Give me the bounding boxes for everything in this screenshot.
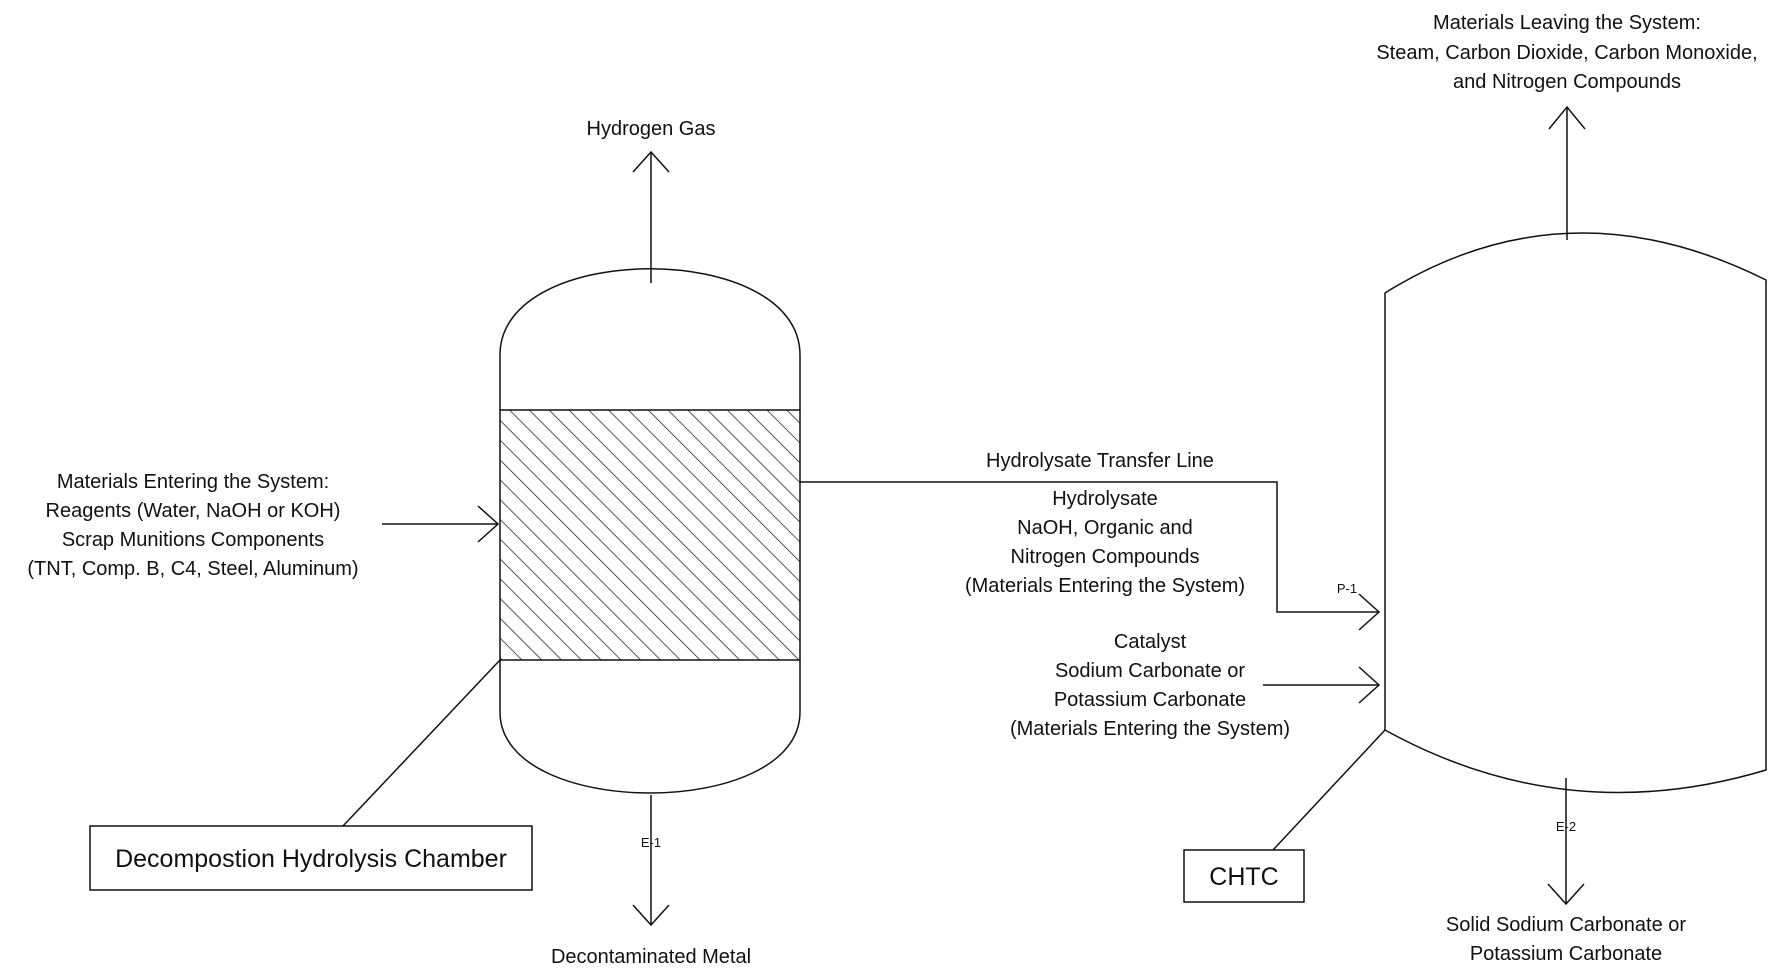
solid-out-text: Solid Sodium Carbonate or Potassium Carb…	[1446, 914, 1686, 965]
hatched-reaction-zone	[499, 409, 801, 661]
decontaminated-metal-label: Decontaminated Metal	[551, 946, 751, 968]
chamber-label-box: Decompostion Hydrolysis Chamber	[89, 825, 533, 891]
materials-out-arrow	[1548, 105, 1586, 240]
p1-label: P-1	[1337, 581, 1357, 596]
materials-out-line: and Nitrogen Compounds	[1453, 71, 1681, 93]
hydrolysate-line: (Materials Entering the System)	[965, 575, 1245, 597]
catalyst-line: (Materials Entering the System)	[1010, 718, 1290, 740]
e2-label: E-2	[1556, 819, 1576, 834]
solid-out-line: Potassium Carbonate	[1470, 943, 1662, 965]
chtc-leader-line	[1272, 729, 1386, 851]
catalyst-line: Sodium Carbonate or	[1055, 660, 1245, 682]
e1-label: E-1	[641, 835, 661, 850]
materials-out-text: Materials Leaving the System: Steam, Car…	[1376, 12, 1757, 93]
materials-in-line: (TNT, Comp. B, C4, Steel, Aluminum)	[27, 558, 358, 580]
transfer-line-label: Hydrolysate Transfer Line	[986, 450, 1214, 472]
catalyst-line: Catalyst	[1114, 631, 1187, 653]
chamber-leader-line	[342, 659, 501, 827]
hydrolysate-transfer-line	[800, 481, 1381, 631]
hydrogen-gas-label: Hydrogen Gas	[587, 118, 716, 140]
chtc-label: CHTC	[1209, 863, 1278, 891]
catalyst-text: Catalyst Sodium Carbonate or Potassium C…	[1010, 631, 1290, 740]
hydrolysate-line: Hydrolysate	[1052, 488, 1158, 510]
catalyst-inlet-arrow	[1263, 666, 1381, 704]
chamber-label: Decompostion Hydrolysis Chamber	[115, 845, 507, 873]
materials-in-line: Scrap Munitions Components	[62, 529, 324, 551]
e2-outlet-arrow	[1547, 778, 1585, 906]
solid-out-line: Solid Sodium Carbonate or	[1446, 914, 1686, 936]
hydrolysate-text: Hydrolysate NaOH, Organic and Nitrogen C…	[965, 488, 1245, 597]
materials-out-line: Steam, Carbon Dioxide, Carbon Monoxide,	[1376, 42, 1757, 64]
hydrogen-gas-arrow	[632, 150, 670, 283]
materials-in-arrow	[382, 505, 500, 543]
e1-outlet-arrow	[632, 795, 670, 927]
chtc-label-box: CHTC	[1183, 849, 1305, 903]
materials-in-line: Materials Entering the System:	[57, 471, 329, 493]
hydrolysate-line: NaOH, Organic and	[1017, 517, 1193, 539]
materials-in-line: Reagents (Water, NaOH or KOH)	[46, 500, 341, 522]
materials-in-text: Materials Entering the System: Reagents …	[27, 471, 358, 580]
catalyst-line: Potassium Carbonate	[1054, 689, 1246, 711]
hydrolysis-chamber-vessel	[499, 268, 801, 794]
hydrolysate-line: Nitrogen Compounds	[1011, 546, 1200, 568]
materials-out-line: Materials Leaving the System:	[1433, 12, 1701, 34]
chtc-vessel	[1384, 232, 1767, 794]
